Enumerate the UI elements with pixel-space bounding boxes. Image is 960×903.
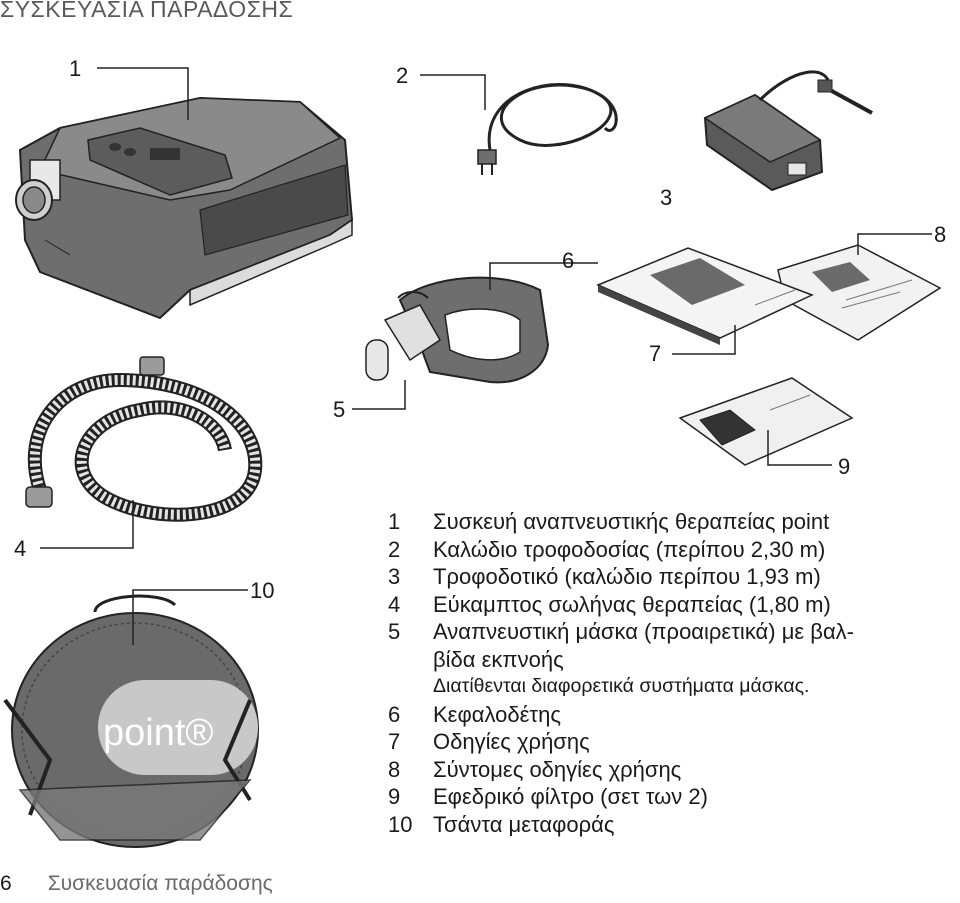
mask-headgear-illustration [365, 276, 550, 384]
legend-number: 3 [388, 564, 401, 589]
legend-text: Σύντομες οδηγίες χρήσης [433, 756, 682, 782]
legend-number: 7 [388, 729, 401, 754]
parts-legend: 1 Συσκευή αναπνευστικής θεραπείας point 2… [388, 508, 958, 838]
bag-logo: point® [103, 712, 213, 754]
legend-note: Διατίθενται διαφορετικά συστήματα μάσκας… [433, 675, 810, 697]
legend-text: Εφεδρικό φίλτρο (σετ των 2) [433, 784, 708, 809]
power-cable-illustration [477, 82, 618, 175]
legend-row: 3 Τροφοδοτικό (καλώδιο περίπου 1,93 m) [388, 563, 958, 591]
callout-leaders [40, 67, 932, 645]
legend-number: 8 [388, 756, 401, 782]
legend-text: Συσκευή αναπνευστικής θεραπείας point [433, 509, 830, 534]
legend-text: Τροφοδοτικό (καλώδιο περίπου 1,93 m) [433, 564, 821, 589]
callout-2: 2 [396, 63, 409, 88]
callout-7: 7 [649, 341, 662, 366]
legend-text: Καλώδιο τροφοδοσίας (περίπου 2,30 m) [433, 536, 826, 562]
callout-4: 4 [14, 536, 27, 561]
legend-row: 2 Καλώδιο τροφοδοσίας (περίπου 2,30 m) [388, 536, 958, 564]
therapy-hose-illustration [25, 356, 263, 522]
legend-row: 5 Αναπνευστική μάσκα (προαιρετικά) με βαλ… [388, 618, 958, 646]
legend-text: βίδα εκπνοής [433, 646, 564, 672]
power-supply-illustration [703, 70, 873, 192]
legend-number: 6 [388, 701, 401, 727]
legend-row: 4 Εύκαμπτος σωλήνας θεραπείας (1,80 m) [388, 591, 958, 619]
callout-10: 10 [250, 578, 275, 603]
page-footer: 6 Συσκευασία παράδοσης [0, 872, 273, 896]
callout-1: 1 [69, 56, 82, 81]
callout-8: 8 [934, 222, 947, 247]
legend-number: 1 [388, 509, 401, 534]
legend-text: Αναπνευστική μάσκα (προαιρετικά) με βαλ- [433, 619, 854, 644]
legend-number: 4 [388, 591, 401, 617]
legend-text: Οδηγίες χρήσης [433, 729, 590, 754]
legend-row: 6 Κεφαλοδέτης [388, 701, 958, 729]
callout-9: 9 [838, 454, 851, 479]
legend-number: 5 [388, 619, 401, 644]
legend-row: 9 Εφεδρικό φίλτρο (σετ των 2) [388, 783, 958, 811]
carrying-bag-illustration: point® [3, 594, 259, 848]
page-heading: ΣΥΣΚΕΥΑΣΙΑ ΠΑΡΑΔΟΣΗΣ [0, 0, 294, 22]
legend-row: Διατίθενται διαφορετικά συστήματα μάσκας… [388, 673, 958, 701]
legend-text: Τσάντα μεταφοράς [433, 811, 615, 837]
spare-filter-illustration [678, 377, 854, 466]
page-number: 6 [0, 872, 12, 895]
therapy-device-illustration [15, 96, 354, 320]
legend-number [388, 646, 433, 674]
instruction-booklets-illustration [596, 244, 942, 345]
legend-row: 1 Συσκευή αναπνευστικής θεραπείας point [388, 508, 958, 536]
package-contents-illustration: point® [3, 67, 942, 848]
legend-number: 2 [388, 536, 401, 562]
callout-3: 3 [660, 185, 673, 210]
legend-number [388, 673, 433, 701]
footer-section-name: Συσκευασία παράδοσης [47, 872, 273, 895]
callout-6: 6 [562, 248, 575, 273]
legend-row: 7 Οδηγίες χρήσης [388, 728, 958, 756]
legend-row: 8 Σύντομες οδηγίες χρήσης [388, 756, 958, 784]
legend-text: Εύκαμπτος σωλήνας θεραπείας (1,80 m) [433, 591, 831, 617]
legend-row: βίδα εκπνοής [388, 646, 958, 674]
legend-number: 10 [388, 811, 413, 837]
legend-row: 10 Τσάντα μεταφοράς [388, 811, 958, 839]
callout-5: 5 [333, 397, 346, 422]
legend-text: Κεφαλοδέτης [433, 701, 561, 727]
legend-number: 9 [388, 784, 401, 809]
